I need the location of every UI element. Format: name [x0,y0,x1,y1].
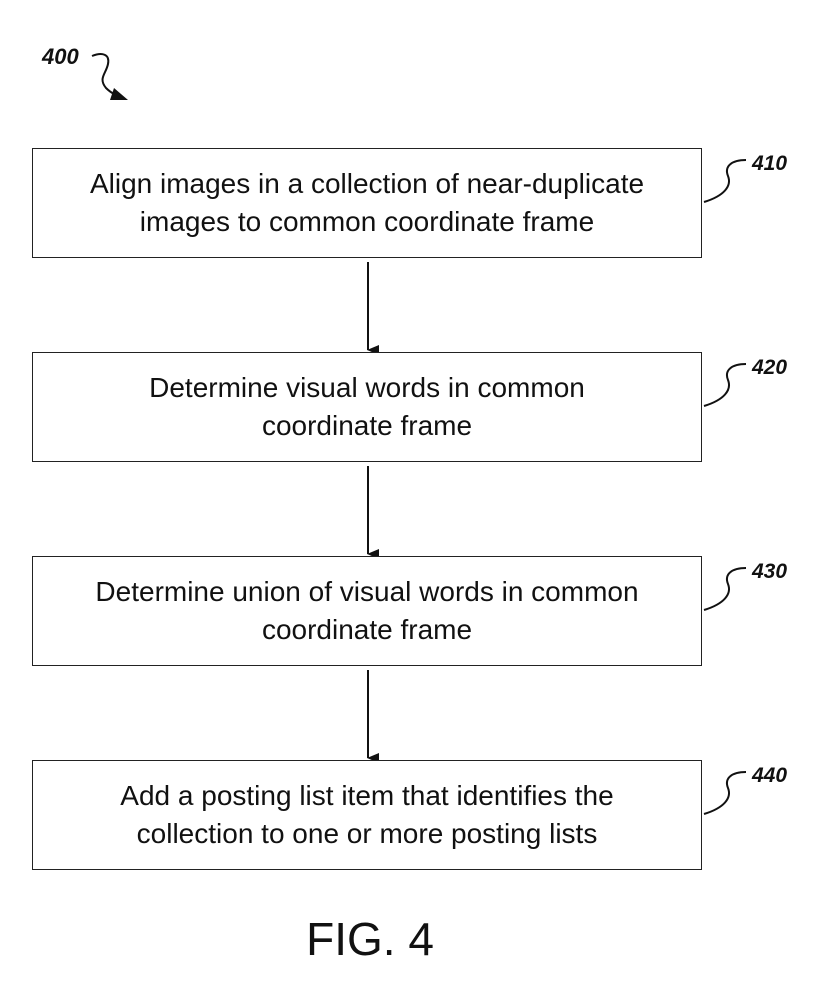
step-text-410: Align images in a collection of near-dup… [89,168,645,237]
figure-caption: FIG. 4 [306,913,434,965]
step-text-430: Determine union of visual words in commo… [95,576,639,645]
step-ref-430: 430 [752,560,788,583]
figure-reference-number: 400 [42,44,79,69]
figure-reference-leader [91,53,125,99]
step-leader-410 [703,159,747,203]
step-ref-420: 420 [752,356,788,379]
step-text-440: Add a posting list item that identifies … [120,780,614,849]
step-leader-430 [703,567,747,611]
step-box-420: Determine visual words in common coordin… [32,352,702,462]
step-ref-440: 440 [752,764,788,787]
step-text-420: Determine visual words in common coordin… [149,372,585,441]
step-ref-410: 410 [752,152,788,175]
step-leader-440 [703,771,747,815]
step-box-430: Determine union of visual words in commo… [32,556,702,666]
figure-reference-arrowhead [110,88,128,100]
step-leader-420 [703,363,747,407]
step-box-440: Add a posting list item that identifies … [32,760,702,870]
step-box-410: Align images in a collection of near-dup… [32,148,702,258]
